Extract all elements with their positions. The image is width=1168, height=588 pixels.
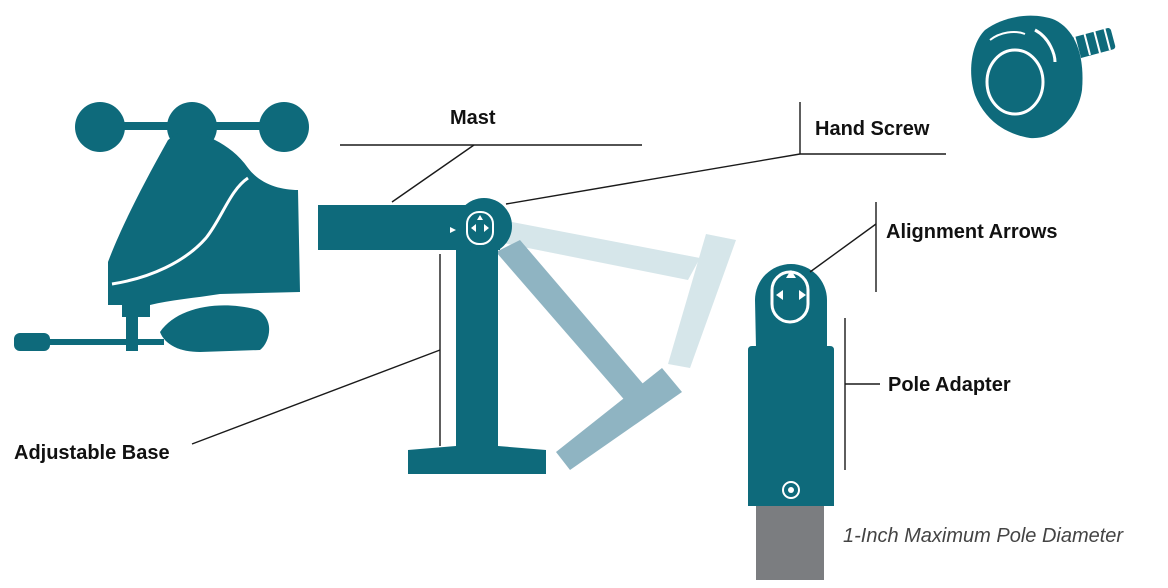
mast-ghost-far bbox=[498, 222, 736, 368]
leader-lines bbox=[191, 102, 946, 470]
pole-adapter-label: Pole Adapter bbox=[888, 374, 1011, 396]
triangle-arrows-icon bbox=[471, 215, 489, 232]
circle-target-icon bbox=[782, 481, 800, 499]
pole-diameter-note: 1-Inch Maximum Pole Diameter bbox=[843, 525, 1124, 547]
weather-station-body bbox=[14, 130, 300, 352]
alignment-arrows-label: Alignment Arrows bbox=[886, 221, 1058, 243]
hand-screw-label: Hand Screw bbox=[815, 118, 930, 140]
mast-ghost-mid bbox=[496, 240, 682, 470]
pole-adapter bbox=[748, 264, 834, 580]
hand-screw-knob bbox=[971, 15, 1116, 139]
triangle-arrows-icon bbox=[776, 270, 806, 300]
mast-label: Mast bbox=[450, 107, 496, 129]
adjustable-base-label: Adjustable Base bbox=[14, 442, 170, 464]
